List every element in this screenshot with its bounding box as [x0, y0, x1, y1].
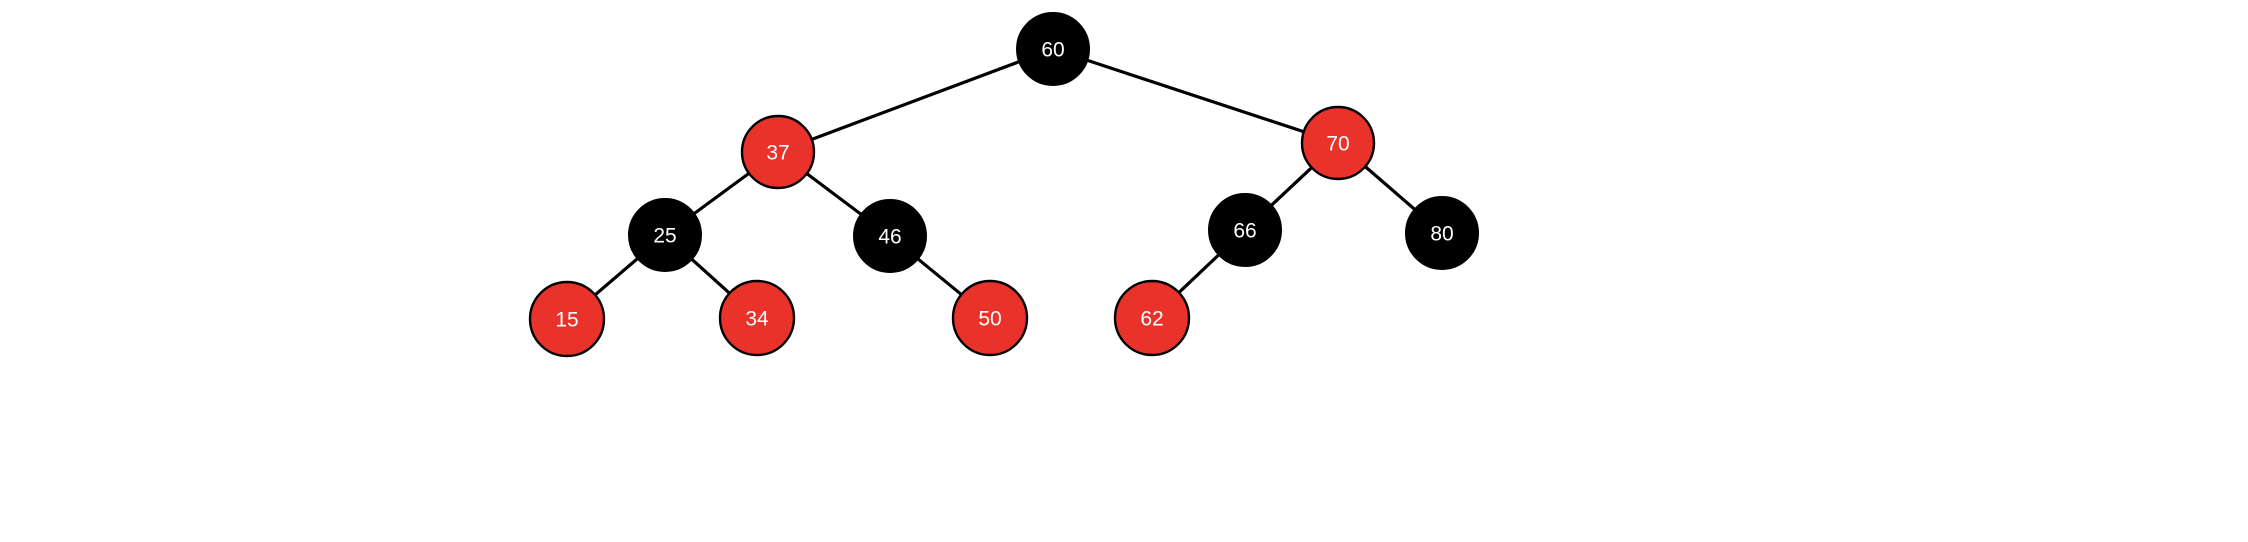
node-label-25: 25: [653, 225, 676, 248]
node-circle-red-62[interactable]: [1113, 279, 1191, 357]
tree-edge-70-66: [1268, 164, 1315, 209]
node-label-15: 15: [555, 309, 578, 332]
tree-node-50[interactable]: 50: [951, 279, 1029, 357]
node-circle-black-80[interactable]: [1405, 196, 1479, 270]
tree-edge-46-50: [914, 255, 965, 298]
tree-node-66[interactable]: 66: [1208, 193, 1282, 267]
tree-node-62[interactable]: 62: [1113, 279, 1191, 357]
node-circle-red-70[interactable]: [1300, 105, 1376, 181]
tree-edge-60-70: [1083, 58, 1308, 134]
node-layer: 60 37 70 25 46 66 80 15 34 50 62: [528, 12, 1479, 358]
node-label-70: 70: [1326, 133, 1349, 156]
node-circle-black-25[interactable]: [628, 198, 702, 272]
tree-node-37[interactable]: 37: [740, 114, 816, 190]
tree-node-80[interactable]: 80: [1405, 196, 1479, 270]
tree-edge-25-34: [688, 256, 733, 297]
node-circle-red-37[interactable]: [740, 114, 816, 190]
tree-node-15[interactable]: 15: [528, 280, 606, 358]
node-circle-red-15[interactable]: [528, 280, 606, 358]
node-label-62: 62: [1140, 308, 1163, 331]
node-label-66: 66: [1233, 220, 1256, 243]
tree-edge-25-15: [591, 255, 641, 298]
tree-node-46[interactable]: 46: [853, 199, 927, 273]
tree-node-70[interactable]: 70: [1300, 105, 1376, 181]
node-circle-red-50[interactable]: [951, 279, 1029, 357]
node-label-50: 50: [978, 308, 1001, 331]
tree-edge-60-37: [808, 59, 1023, 142]
node-circle-black-66[interactable]: [1208, 193, 1282, 267]
node-circle-black-60[interactable]: [1016, 12, 1090, 86]
node-label-80: 80: [1430, 223, 1453, 246]
tree-edge-37-25: [690, 170, 753, 217]
tree-node-34[interactable]: 34: [718, 279, 796, 357]
tree-node-25[interactable]: 25: [628, 198, 702, 272]
node-circle-black-46[interactable]: [853, 199, 927, 273]
node-label-46: 46: [878, 226, 901, 249]
edge-layer: [591, 58, 1418, 298]
node-label-60: 60: [1041, 39, 1064, 62]
tree-edge-66-62: [1175, 251, 1222, 296]
tree-node-60[interactable]: 60: [1016, 12, 1090, 86]
node-circle-red-34[interactable]: [718, 279, 796, 357]
tree-edge-70-80: [1362, 163, 1418, 213]
node-label-34: 34: [745, 308, 769, 331]
node-label-37: 37: [766, 142, 789, 165]
tree-edge-37-46: [803, 170, 865, 218]
